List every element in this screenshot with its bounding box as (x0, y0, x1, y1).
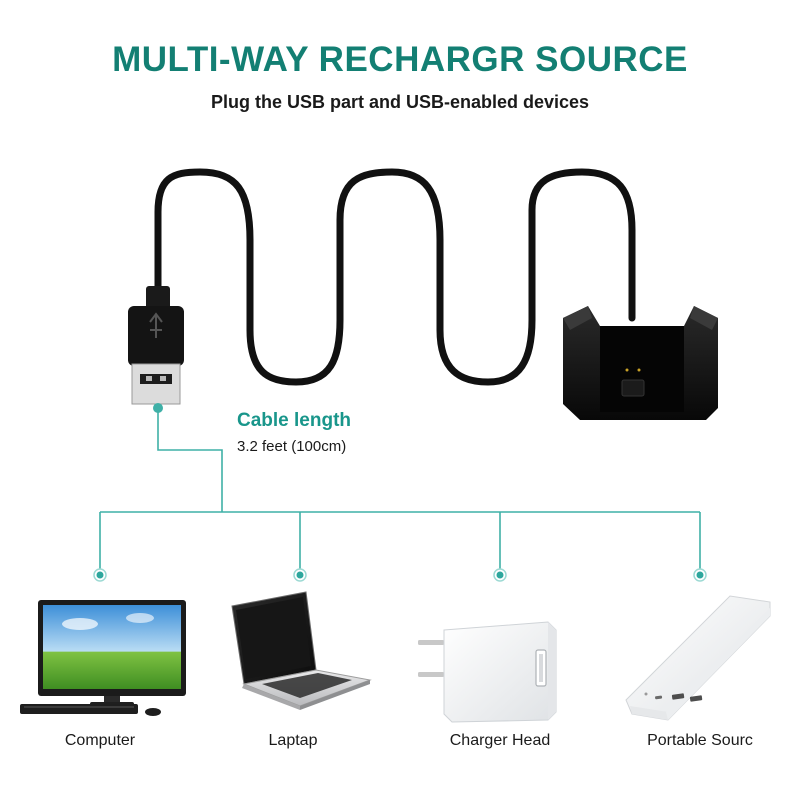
connector-dots (93, 568, 707, 582)
device-label-portable-source: Portable Sourc (647, 732, 753, 749)
page-subtitle: Plug the USB part and USB-enabled device… (210, 92, 590, 112)
charging-cradle-icon (563, 306, 718, 420)
device-label-computer: Computer (64, 732, 136, 749)
page-title: MULTI-WAY RECHARGR SOURCE (112, 40, 688, 79)
usb-cable (154, 168, 636, 386)
device-label-laptop: Laptap (268, 732, 318, 749)
connector-lines (99, 412, 701, 570)
plug-connector-dot (153, 403, 163, 413)
usb-wall-charger-icon (418, 621, 557, 723)
computer-icon (20, 600, 186, 716)
usb-plug-icon (128, 286, 184, 405)
cable-length-label: Cable length (237, 410, 352, 431)
power-bank-icon (625, 595, 771, 721)
laptop-icon (231, 591, 372, 710)
cable-length-value: 3.2 feet (100cm) (237, 438, 347, 455)
device-label-charger-head: Charger Head (449, 732, 551, 749)
